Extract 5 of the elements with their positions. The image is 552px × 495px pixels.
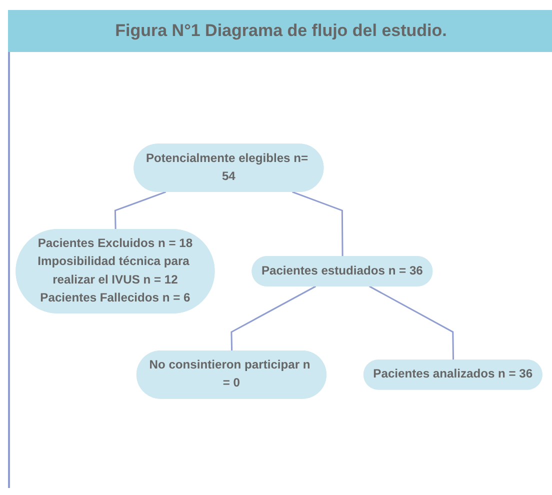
connector [292, 192, 344, 258]
figure-title: Figura N°1 Diagrama de flujo del estudio. [8, 10, 552, 52]
connector [230, 286, 316, 352]
connector [369, 286, 454, 361]
connector [114, 192, 166, 230]
